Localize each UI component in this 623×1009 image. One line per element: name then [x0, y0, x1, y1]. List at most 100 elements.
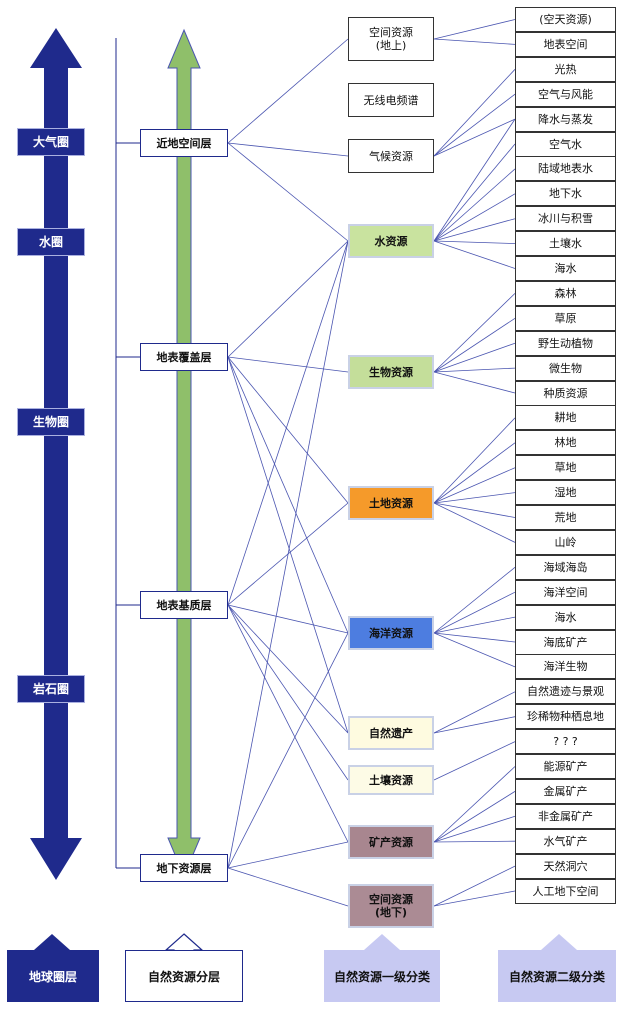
l2-item: 金属矿产	[515, 778, 616, 804]
connector-line	[433, 118, 516, 157]
l1-mineral: 矿产资源	[348, 825, 434, 859]
connector-line	[227, 356, 349, 373]
connector-line	[433, 591, 516, 634]
legend-level2: 自然资源二级分类	[498, 950, 616, 1002]
l1-climate: 气候资源	[348, 139, 434, 173]
connector-line	[433, 840, 516, 843]
layer-surface-substrate: 地表基质层	[140, 591, 228, 619]
l1-land: 土地资源	[348, 486, 434, 520]
l2-item: 空气与风能	[515, 81, 616, 107]
connector-line	[433, 38, 516, 45]
l2-item: ? ? ?	[515, 729, 616, 755]
connector-line	[227, 604, 349, 734]
l2-item: 微生物	[515, 355, 616, 381]
connector-line	[433, 317, 516, 373]
connector-line	[227, 356, 349, 504]
connector-line	[227, 38, 349, 144]
l1-ocean: 海洋资源	[348, 616, 434, 650]
legend-earth-sphere: 地球圈层	[7, 950, 99, 1002]
layer-surface-cover: 地表覆盖层	[140, 343, 228, 371]
l1-soil: 土壤资源	[348, 765, 434, 795]
l2-item: 海水	[515, 256, 616, 281]
l2-item: 降水与蒸发	[515, 106, 616, 132]
earth-sphere-arrow	[30, 28, 82, 880]
l2-item: 天然洞穴	[515, 853, 616, 879]
l2-item: 湿地	[515, 480, 616, 506]
connector-line	[227, 632, 349, 869]
connector-line	[227, 841, 349, 869]
legend-arrow-level2	[541, 934, 577, 950]
connector-line	[227, 142, 349, 242]
l2-item: 空气水	[515, 131, 616, 157]
connector-line	[227, 240, 349, 869]
l1-water: 水资源	[348, 224, 434, 258]
l2-item: 陆域地表水	[515, 156, 616, 182]
l2-item: (空天资源)	[515, 7, 616, 32]
l1-natural-heritage: 自然遗产	[348, 716, 434, 750]
l2-item: 林地	[515, 430, 616, 456]
legend-arrow-sphere	[34, 934, 70, 950]
connector-line	[433, 766, 516, 843]
connector-line	[433, 442, 516, 504]
connector-line	[433, 143, 516, 242]
connector-line	[433, 502, 516, 518]
connector-line	[433, 632, 516, 643]
l1-biological: 生物资源	[348, 355, 434, 389]
l2-item: 人工地下空间	[515, 878, 616, 904]
l2-item: 光热	[515, 56, 616, 82]
connector-line	[227, 867, 349, 907]
l2-item: 海底矿产	[515, 629, 616, 655]
sphere-biosphere: 生物圈	[17, 408, 85, 436]
l2-item: 地下水	[515, 181, 616, 207]
connector-line	[433, 502, 516, 543]
sphere-atmosphere: 大气圈	[17, 128, 85, 156]
connector-line	[433, 193, 516, 242]
connector-line	[433, 741, 516, 781]
l2-item: 耕地	[515, 405, 616, 431]
l2-item: 土壤水	[515, 231, 616, 257]
l2-item: 草原	[515, 305, 616, 331]
l2-item: 野生动植物	[515, 330, 616, 356]
connector-line	[433, 791, 516, 843]
connector-line	[433, 371, 516, 394]
connector-line	[227, 356, 349, 734]
l2-item: 地表空间	[515, 31, 616, 57]
connector-line	[433, 93, 516, 157]
connector-line	[433, 417, 516, 504]
layer-underground: 地下资源层	[140, 854, 228, 882]
connector-line	[227, 604, 349, 634]
connector-line	[433, 865, 516, 907]
connector-line	[227, 604, 349, 843]
legend-resource-layer: 自然资源分层	[125, 950, 243, 1002]
l2-item: 森林	[515, 280, 616, 306]
l2-item: 山岭	[515, 529, 616, 555]
connector-line	[433, 716, 516, 734]
connector-line	[433, 240, 516, 269]
connector-line	[227, 240, 349, 606]
l2-item: 海洋空间	[515, 579, 616, 605]
l2-item: 冰川与积雪	[515, 206, 616, 232]
connector-line	[227, 356, 349, 634]
connector-line	[433, 168, 516, 242]
connector-line	[227, 240, 349, 358]
connector-line	[433, 118, 516, 242]
connector-line	[433, 616, 516, 634]
connector-line	[433, 367, 516, 373]
connector-line	[433, 293, 516, 373]
connector-line	[433, 240, 516, 244]
connector-line	[433, 69, 516, 157]
l2-item: 自然遗迹与景观	[515, 679, 616, 705]
l1-radio-spectrum: 无线电频谱	[348, 83, 434, 117]
connector-line	[433, 632, 516, 668]
connector-line	[433, 815, 516, 843]
connector-line	[433, 342, 516, 373]
legend-arrow-level1	[364, 934, 400, 950]
connector-line	[227, 604, 349, 781]
connector-line	[433, 566, 516, 634]
connector-line	[433, 19, 516, 40]
l2-item: 海洋生物	[515, 654, 616, 680]
l2-item: 水气矿产	[515, 828, 616, 854]
l2-item: 种质资源	[515, 380, 616, 406]
connector-line	[433, 691, 516, 734]
connector-line	[433, 467, 516, 504]
